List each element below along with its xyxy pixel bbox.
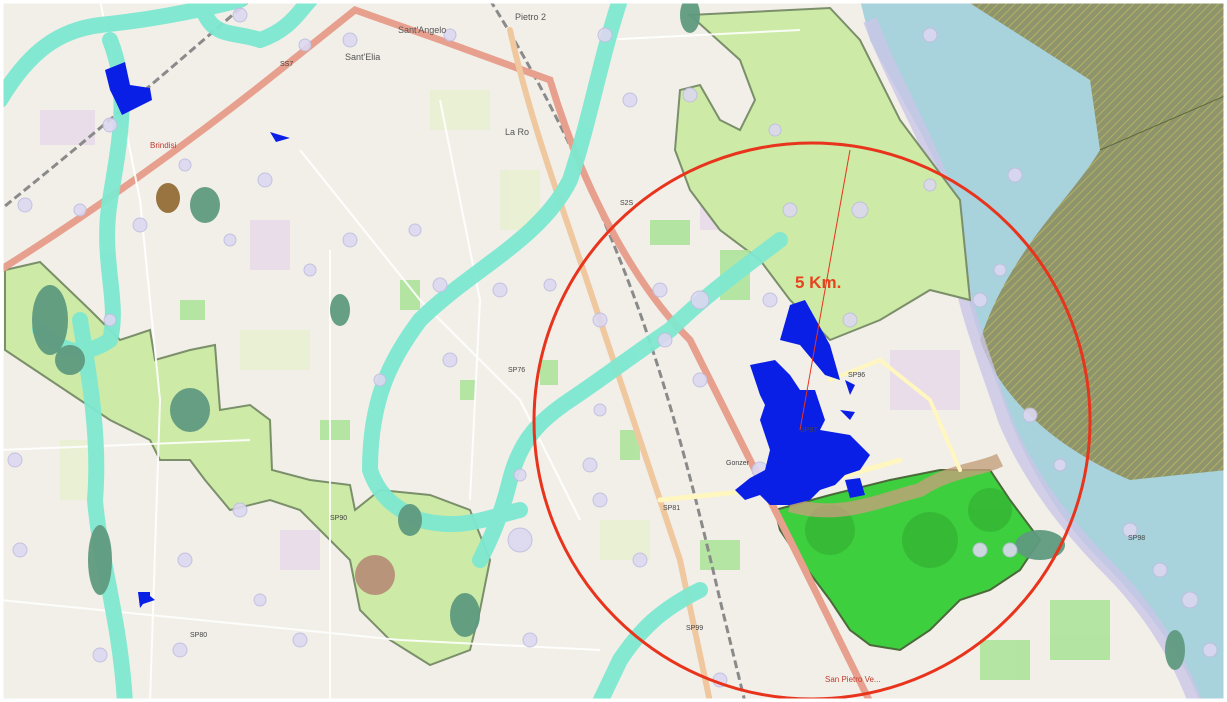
place-label-gonzer: Gonzer (726, 460, 750, 467)
road-label-sp81: SP81 (663, 505, 680, 512)
road-label-s2s: S2S (620, 200, 634, 207)
place-label-santelia: Sant'Elia (345, 52, 380, 62)
industrial-shading (805, 488, 1012, 568)
shoreline-buffer (863, 17, 1202, 702)
radius-label: 5 Km. (795, 273, 841, 292)
hatched-area (965, 0, 1227, 480)
point-buffers (7, 7, 1218, 688)
road-label-sp76: SP76 (508, 367, 525, 374)
brown-blob-2 (355, 555, 395, 595)
place-label-laro: La Ro (505, 127, 529, 137)
place-label-santangelo: Sant'Angelo (398, 25, 446, 35)
road-label-ss7: SS7 (280, 61, 293, 68)
hatched-area-boundary (1099, 94, 1227, 151)
road-label-sp97: SP97 (800, 427, 817, 434)
brown-strip (787, 453, 1004, 518)
road-label-sp90: SP90 (330, 515, 347, 522)
road-label-sp99: SP99 (686, 625, 703, 632)
brown-blob (156, 183, 180, 213)
roads-minor (0, 0, 801, 702)
red-label-san-pietro: San Pietro Ve... (825, 675, 881, 684)
road-label-sp98: SP98 (1128, 535, 1145, 542)
roads-major (0, 6, 962, 702)
road-label-sp96: SP96 (848, 372, 865, 379)
woodland-blobs (32, 0, 1185, 670)
red-label-brindisi: Brindisi (150, 141, 176, 150)
blue-features (105, 62, 870, 608)
road-label-sp80: SP80 (190, 632, 207, 639)
radius-line (799, 149, 851, 431)
place-label-pietro: Pietro 2 (515, 12, 546, 22)
